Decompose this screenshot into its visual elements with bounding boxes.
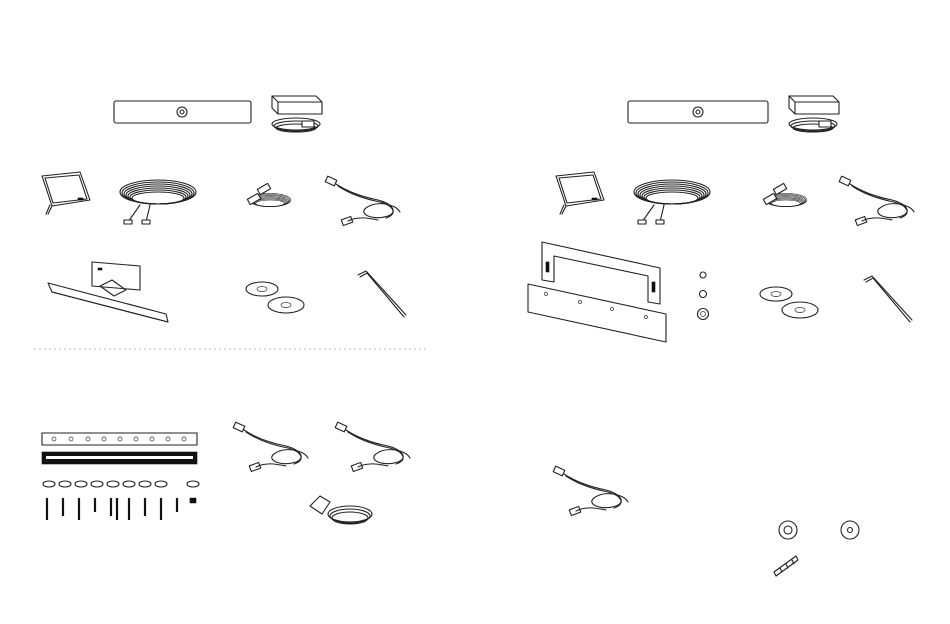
touch-panel — [556, 172, 604, 214]
cable-plates — [246, 282, 304, 313]
coiled-cable — [120, 180, 196, 224]
wall-anchor — [779, 521, 797, 539]
usb-cable — [335, 422, 410, 471]
washer — [841, 521, 859, 539]
power-adapter — [789, 96, 839, 132]
wall-screw — [774, 556, 798, 576]
cable-plates — [760, 287, 818, 318]
mounting-strip — [42, 433, 197, 445]
right-panel — [528, 96, 914, 576]
touch-panel — [42, 172, 90, 214]
hdmi-cable — [233, 422, 308, 471]
mount-hardware — [698, 272, 709, 320]
power-cord — [310, 496, 372, 524]
power-adapter — [272, 96, 322, 132]
washers-and-nuts — [43, 481, 199, 503]
coiled-cable — [634, 180, 710, 224]
adhesive-strip — [42, 452, 197, 464]
left-panel — [34, 96, 426, 524]
allen-key — [358, 271, 406, 317]
video-bar — [114, 101, 251, 123]
hdmi-cable — [553, 466, 628, 515]
network-cable — [325, 176, 400, 225]
video-bar — [628, 101, 768, 123]
mount-bracket — [48, 262, 168, 322]
allen-key — [864, 276, 912, 322]
audio-cable — [763, 183, 807, 206]
network-cable — [839, 176, 914, 225]
audio-cable — [247, 183, 291, 206]
wall-mount — [528, 242, 666, 342]
screws — [47, 498, 177, 520]
